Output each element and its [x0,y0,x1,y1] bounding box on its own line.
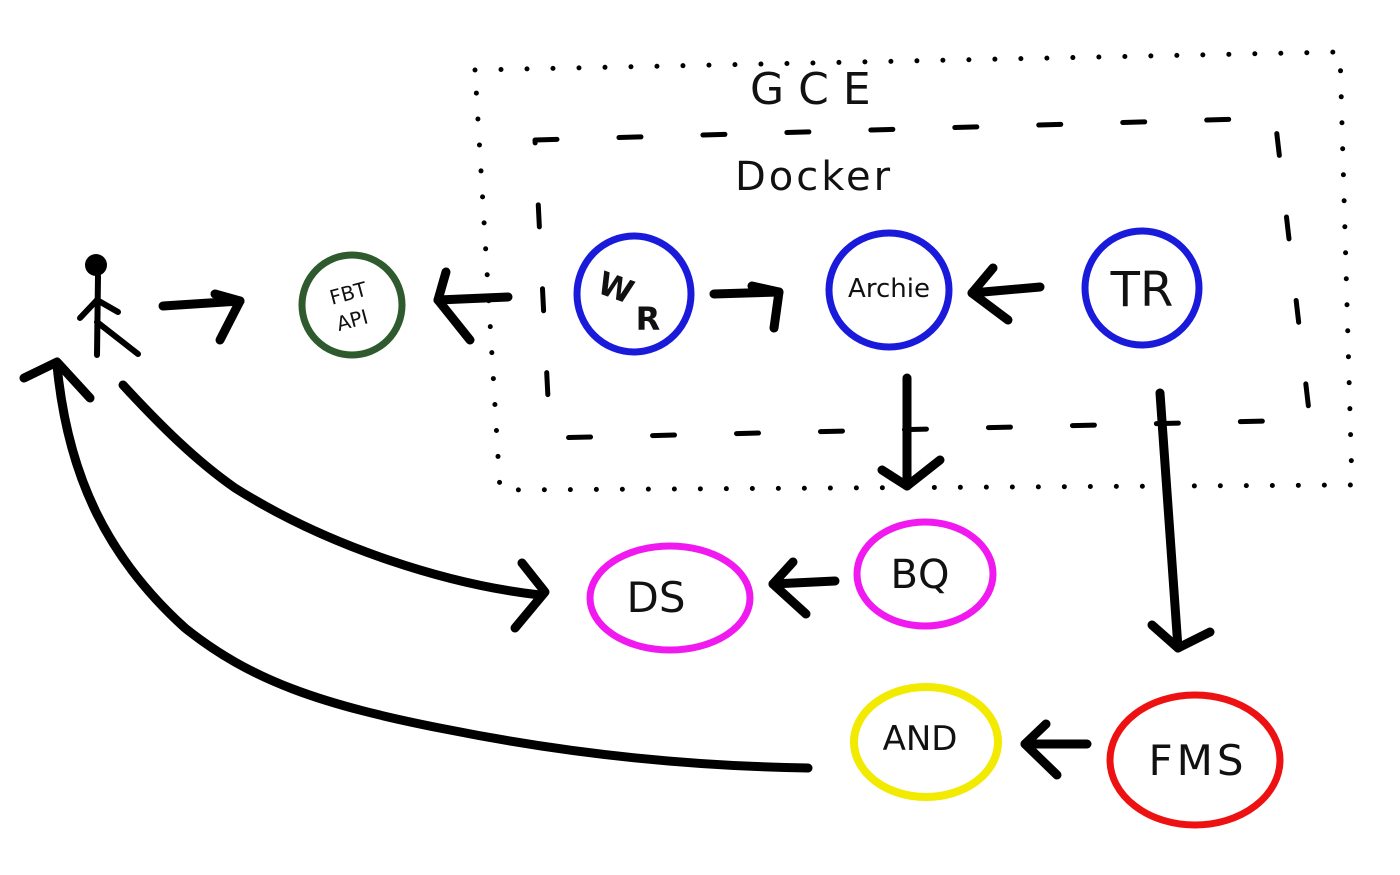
archie-circle [825,229,953,351]
wr-label-line1: W [593,264,639,312]
arrow-wr-to-archie [709,281,784,333]
fbt-api-circle [298,251,406,359]
bq-node: BQ [853,518,997,630]
gce-boundary-line [472,49,1355,493]
archie-node: Archie [825,229,953,351]
and-circle [850,683,1002,801]
ds-node: DS [586,542,754,654]
stick-figure-icon [77,254,141,358]
ds-circle [586,542,754,654]
bq-label: BQ [891,552,950,598]
arrow-tr-to-archie [967,263,1045,325]
docker-boundary: Docker [532,115,1313,441]
wr-label-line2: R [636,300,661,338]
and-label: AND [883,719,958,759]
fms-node: FMS [1106,691,1284,829]
wr-node: W R [573,232,695,356]
fms-circle [1106,691,1284,829]
arrow-user-to-ds [118,380,550,633]
fms-label: FMS [1148,736,1247,785]
arrow-wr-to-fbt [433,267,513,345]
gce-label: GCE [750,64,885,115]
wr-circle [573,232,695,356]
archie-label: Archie [848,274,930,304]
arrow-and-to-user [19,357,813,773]
fbt-api-label-line2: API [334,305,371,336]
ds-label: DS [626,573,685,622]
arrow-bq-to-ds [768,557,840,619]
gce-boundary: GCE [472,49,1355,493]
tr-label: TR [1110,262,1174,318]
arrow-tr-to-fms [1147,388,1215,653]
arrow-fms-to-and [1020,719,1092,780]
and-node: AND [850,683,1002,801]
docker-label: Docker [735,154,893,200]
arrow-archie-to-bq [877,373,945,491]
tr-node: TR [1081,227,1203,349]
bq-circle [853,518,997,630]
fbt-api-node: FBT API [298,251,406,359]
tr-circle [1081,227,1203,349]
arrow-user-to-fbt [158,289,245,345]
